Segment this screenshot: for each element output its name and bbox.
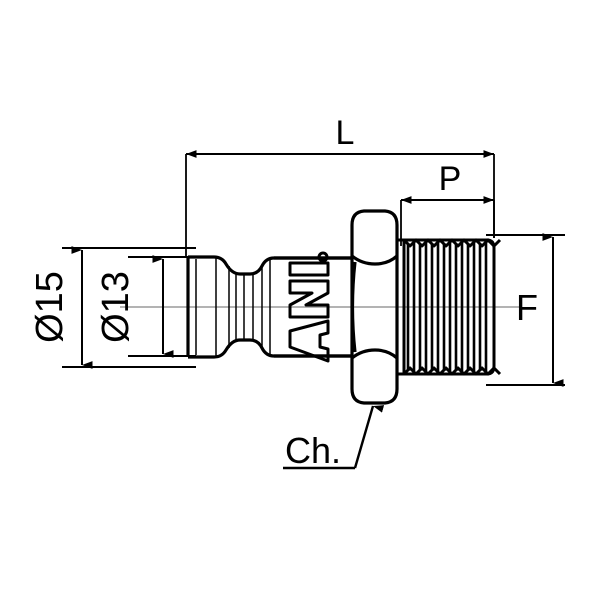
dimension-label-outer-diameter: Ø15 <box>29 271 71 343</box>
nipple-tip-detail-lines <box>195 258 271 356</box>
Ch-leader-angled <box>353 405 385 469</box>
dimension-P: P <box>400 160 495 246</box>
ani-logo <box>288 251 330 363</box>
dimension-label-F: F <box>516 287 538 328</box>
threaded-section <box>402 238 502 376</box>
dimension-label-L: L <box>336 114 355 152</box>
dimension-label-P: P <box>439 160 462 198</box>
dimension-label-inner-diameter: Ø13 <box>95 271 137 343</box>
hex-nut <box>350 209 399 405</box>
callout-Ch: Ch. <box>283 405 385 471</box>
callout-label-Ch: Ch. <box>285 430 341 471</box>
dimension-L: L <box>185 114 495 256</box>
dimension-outer-diameter: Ø15 <box>29 246 196 369</box>
nipple-tip-profile <box>186 255 352 359</box>
dimension-F: F <box>486 233 565 387</box>
dimension-inner-diameter: Ø13 <box>95 255 196 358</box>
